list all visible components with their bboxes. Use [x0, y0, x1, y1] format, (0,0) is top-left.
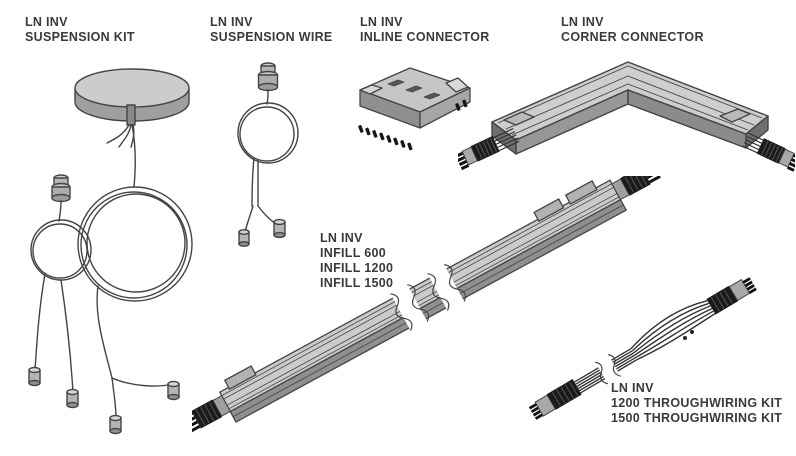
infill-mount-block-far	[564, 179, 598, 205]
infill-mount-block-near	[223, 365, 257, 390]
fanned-wires	[630, 300, 716, 360]
canopy-top	[74, 68, 190, 108]
throughwiring-name-1200: 1200 THROUGHWIRING KIT	[611, 396, 783, 410]
throughwiring-brand: LN INV	[611, 381, 654, 395]
wire-coil	[237, 102, 299, 164]
suspension-kit-label: LN INV SUSPENSION KIT	[25, 15, 135, 45]
infill-brand: LN INV	[320, 231, 363, 245]
wire-gripper	[51, 174, 71, 203]
screw-details	[683, 330, 694, 340]
cable-terminals	[28, 366, 180, 435]
cable-terminals	[238, 218, 286, 247]
connector-end-tab-right	[445, 77, 469, 93]
suspension-wire-name: SUSPENSION WIRE	[210, 30, 333, 44]
wire-coil-large	[77, 186, 193, 302]
suspension-kit-illustration	[28, 68, 193, 435]
suspension-wire-label: LN INV SUSPENSION WIRE	[210, 15, 333, 45]
wire-coil-small	[30, 219, 92, 281]
suspension-wire-brand: LN INV	[210, 15, 253, 29]
infill-name-1200: INFILL 1200	[320, 261, 394, 275]
inline-connector-name: INLINE CONNECTOR	[360, 30, 490, 44]
corner-mount-block-right	[719, 108, 751, 123]
suspension-kit-brand: LN INV	[25, 15, 68, 29]
infill-label: LN INV INFILL 600 INFILL 1200 INFILL 150…	[320, 231, 393, 291]
infill-name-600: INFILL 600	[320, 246, 386, 260]
corner-connector-illustration	[458, 61, 795, 172]
connector-slots	[387, 79, 441, 100]
connector-end-tab-left	[359, 84, 383, 95]
corner-mount-block-left	[503, 111, 535, 126]
throughwiring-kit-label: LN INV 1200 THROUGHWIRING KIT 1500 THROU…	[611, 381, 782, 426]
inline-connector-illustration	[358, 67, 471, 151]
suspension-wire-illustration	[237, 62, 299, 247]
corner-connector-name: CORNER CONNECTOR	[561, 30, 704, 44]
inline-connector-label: LN INV INLINE CONNECTOR	[360, 15, 490, 45]
throughwiring-kit-illustration	[528, 277, 757, 420]
throughwiring-plug-near	[528, 379, 582, 420]
inline-connector-brand: LN INV	[360, 15, 403, 29]
infill-plug-near	[192, 394, 231, 434]
length-break-mark	[595, 354, 621, 385]
corner-plug-right	[742, 132, 795, 172]
throughwiring-name-1500: 1500 THROUGHWIRING KIT	[611, 411, 783, 425]
wire-gripper	[257, 62, 279, 92]
length-break-marks	[390, 264, 467, 331]
infill-illustration	[192, 176, 661, 434]
corner-connector-brand: LN INV	[561, 15, 604, 29]
corner-plug-left	[458, 128, 520, 171]
infill-plug-far	[611, 176, 661, 201]
infill-name-1500: INFILL 1500	[320, 276, 394, 290]
corner-connector-label: LN INV CORNER CONNECTOR	[561, 15, 704, 45]
connector-pins	[358, 99, 468, 151]
suspension-kit-name: SUSPENSION KIT	[25, 30, 135, 44]
throughwiring-plug-far	[706, 277, 757, 315]
canopy-stem	[126, 104, 136, 126]
connector-right-face	[419, 87, 471, 129]
